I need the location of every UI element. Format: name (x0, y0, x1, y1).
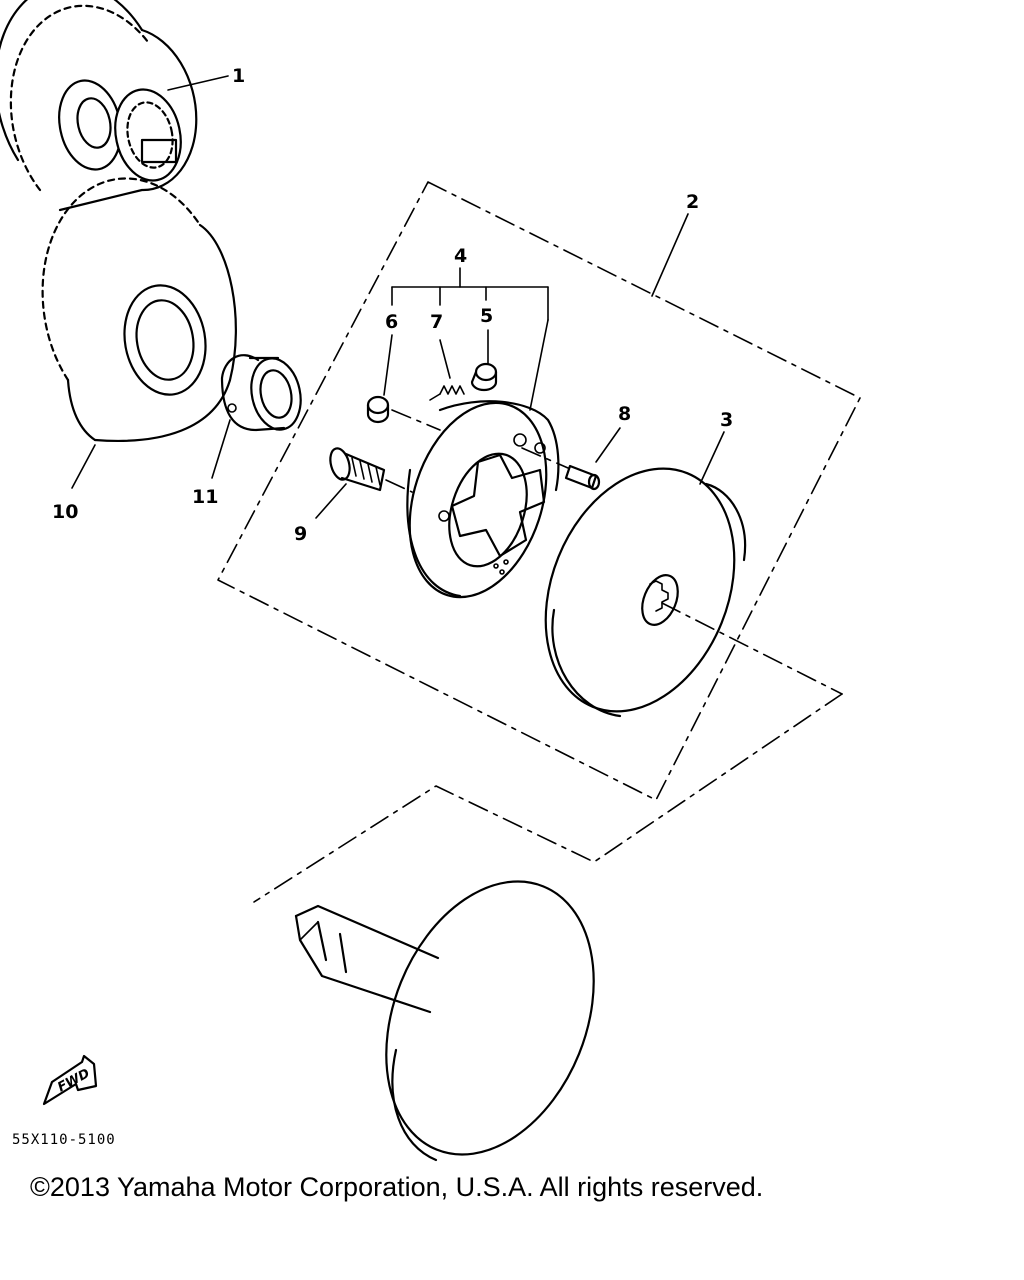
part-8-pin (521, 427, 621, 491)
part-2-assembly-outline (217, 181, 861, 801)
part-5-plunger (470, 329, 498, 392)
fwd-label: FWD (55, 1066, 92, 1095)
part-9-bolt (315, 447, 413, 519)
starter-clutch-body (406, 400, 560, 599)
fwd-direction-arrow-icon (42, 1054, 98, 1106)
part-11-bushing (211, 354, 302, 479)
part-3-outer-housing (544, 431, 747, 718)
part-7-spring (429, 339, 465, 401)
shaft-axis-path (253, 693, 843, 903)
part-6-roller (366, 334, 441, 431)
drawing-number: 55X110-5100 (12, 1132, 116, 1148)
part-4-bracket (391, 267, 549, 411)
crankshaft-flywheel (294, 880, 595, 1162)
callout-5: 5 (480, 305, 493, 327)
copyright-notice: ©2013 Yamaha Motor Corporation, U.S.A. A… (30, 1172, 764, 1202)
callout-2: 2 (686, 191, 699, 213)
callout-4: 4 (454, 245, 467, 267)
callout-7: 7 (430, 311, 443, 333)
callout-11: 11 (192, 486, 218, 508)
callout-10: 10 (52, 501, 78, 523)
callout-1: 1 (232, 65, 245, 87)
callout-6: 6 (385, 311, 398, 333)
callout-3: 3 (720, 409, 733, 431)
part-1-idler-gear (0, 0, 229, 212)
part-10-starter-wheel-gear (41, 177, 237, 489)
callout-8: 8 (618, 403, 631, 425)
callout-9: 9 (294, 523, 307, 545)
